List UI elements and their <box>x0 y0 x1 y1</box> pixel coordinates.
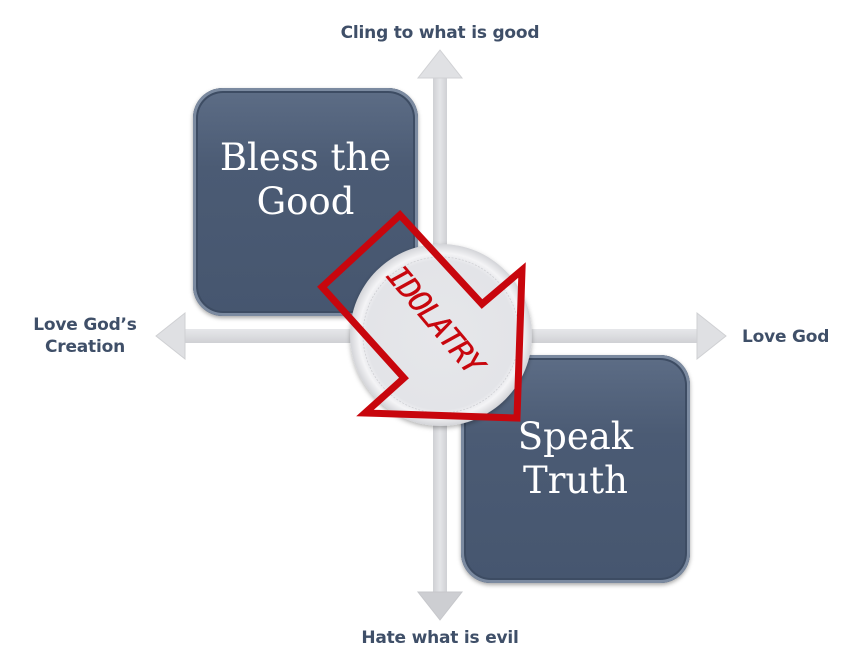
quadrant-box-text: Speak Truth <box>517 415 634 502</box>
axis-label-top: Cling to what is good <box>340 23 540 43</box>
arrow-down-icon <box>416 591 464 621</box>
axis-label-left: Love God’s Creation <box>33 315 137 357</box>
idolatry-arrow-icon <box>317 210 526 422</box>
axis-label-right: Love God <box>742 327 830 347</box>
quadrant-box-text: Bless the Good <box>219 135 392 223</box>
arrow-left-icon <box>155 311 186 361</box>
arrow-up-icon <box>416 49 464 79</box>
axis-label-bottom: Hate what is evil <box>361 628 519 648</box>
arrow-right-icon <box>696 311 727 361</box>
